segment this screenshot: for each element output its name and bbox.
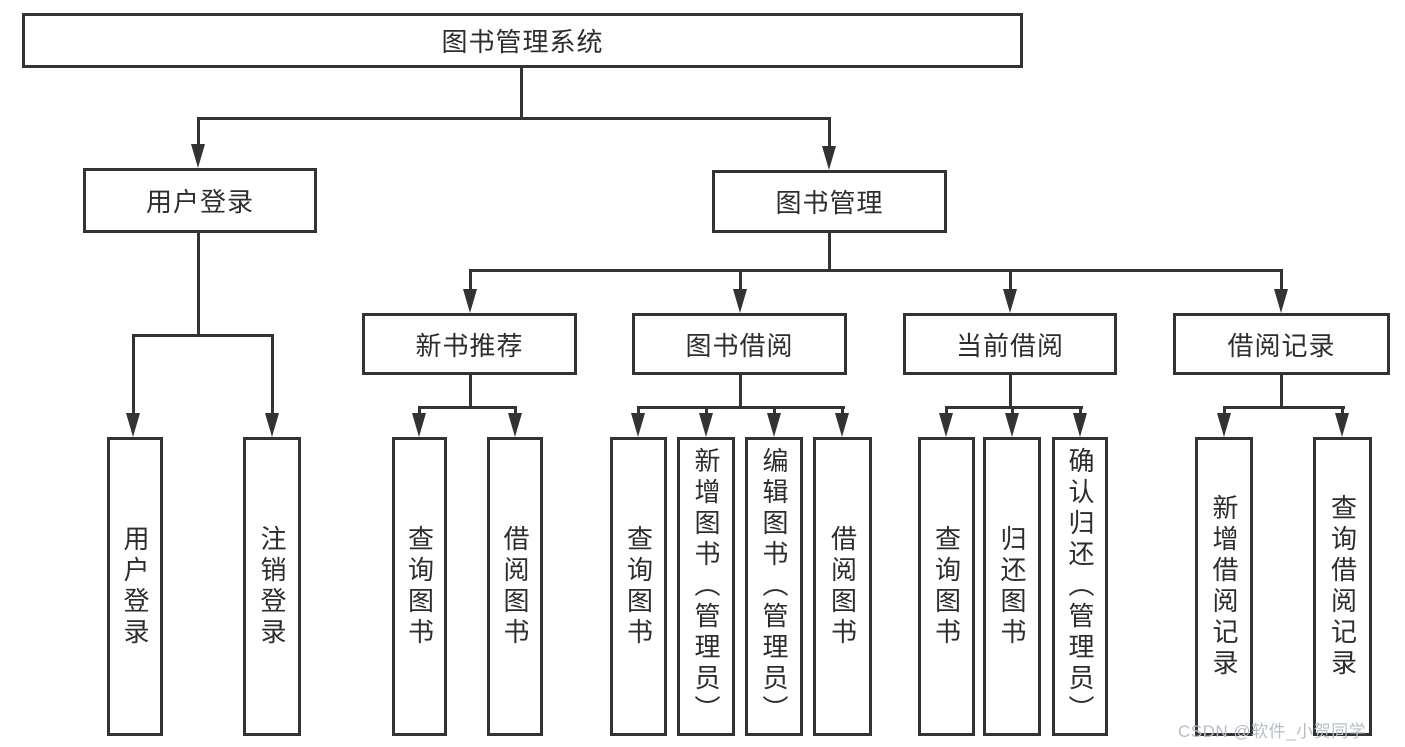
node-label: 新增借阅记录: [1209, 493, 1239, 680]
connector-vline: [469, 374, 472, 409]
arrow-down-icon: [733, 289, 747, 313]
connector-vline: [1009, 374, 1012, 409]
node-query-borrow-record: 查询借阅记录: [1313, 437, 1372, 736]
node-label: 查询图书: [404, 524, 435, 649]
node-label: 用户登录: [120, 524, 150, 649]
connector-hline: [132, 334, 274, 337]
node-user-login: 用户登录: [83, 168, 317, 233]
arrow-down-icon: [1003, 289, 1017, 313]
arrow-down-icon: [1073, 413, 1087, 437]
connector-vline: [1009, 269, 1012, 291]
node-book-management: 图书管理: [712, 170, 947, 233]
node-logout-action: 注销登录: [243, 437, 301, 736]
connector-vline: [469, 269, 472, 291]
connector-vline: [520, 68, 523, 118]
connector-vline: [1341, 406, 1344, 418]
watermark: CSDN @软件_小贺同学: [1178, 722, 1367, 741]
connector-vline: [739, 374, 742, 409]
node-label: 借阅图书: [827, 524, 858, 649]
connector-hline: [637, 406, 845, 409]
connector-vline: [197, 232, 200, 336]
node-add-borrow-record: 新增借阅记录: [1195, 437, 1253, 736]
connector-vline: [739, 269, 742, 291]
node-label: 查询借阅记录: [1327, 493, 1358, 680]
node-user-login-action: 用户登录: [107, 437, 163, 736]
node-return-books: 归还图书: [983, 437, 1041, 736]
node-add-book-admin: 新增图书（管理员）: [677, 437, 735, 736]
node-system-root: 图书管理系统: [22, 13, 1023, 68]
arrow-down-icon: [1335, 413, 1349, 437]
connector-vline: [197, 117, 200, 146]
arrow-down-icon: [939, 413, 953, 437]
node-edit-book-admin: 编辑图书（管理员）: [745, 437, 803, 736]
node-query-books-recommend: 查询图书: [392, 437, 447, 736]
node-borrow-books-recommend: 借阅图书: [487, 437, 543, 736]
arrow-down-icon: [412, 413, 426, 437]
arrow-down-icon: [699, 413, 713, 437]
node-label: 编辑图书（管理员）: [759, 447, 789, 726]
connector-hline: [1223, 406, 1345, 409]
connector-vline: [1280, 374, 1283, 409]
connector-vline: [271, 334, 274, 416]
connector-vline: [1223, 406, 1226, 418]
connector-vline: [132, 334, 135, 416]
arrow-down-icon: [835, 413, 849, 437]
connector-vline: [514, 406, 517, 418]
node-current-borrowing: 当前借阅: [903, 313, 1117, 375]
connector-hline: [945, 406, 1083, 409]
node-query-books-current: 查询图书: [918, 437, 975, 736]
connector-vline: [418, 406, 421, 418]
connector-vline: [637, 406, 640, 418]
node-borrowing-records: 借阅记录: [1173, 313, 1390, 375]
node-label: 借阅图书: [500, 524, 530, 649]
arrow-down-icon: [1274, 289, 1288, 313]
arrow-down-icon: [265, 413, 279, 437]
node-confirm-return-admin: 确认归还（管理员）: [1052, 437, 1108, 736]
connector-vline: [828, 117, 831, 148]
node-label: 查询图书: [931, 524, 962, 649]
arrow-down-icon: [1005, 413, 1019, 437]
arrow-down-icon: [126, 413, 140, 437]
connector-vline: [1079, 406, 1082, 418]
connector-hline: [197, 117, 831, 120]
node-label: 归还图书: [997, 524, 1027, 649]
arrow-down-icon: [508, 413, 522, 437]
connector-vline: [1011, 406, 1014, 418]
connector-hline: [418, 406, 517, 409]
node-label: 查询图书: [623, 524, 654, 649]
node-borrow-books-borrow: 借阅图书: [813, 437, 872, 736]
connector-vline: [841, 406, 844, 418]
arrow-down-icon: [631, 413, 645, 437]
connector-vline: [705, 406, 708, 418]
connector-vline: [773, 406, 776, 418]
connector-vline: [945, 406, 948, 418]
arrow-down-icon: [191, 144, 205, 168]
connector-hline: [469, 269, 1283, 272]
arrow-down-icon: [822, 146, 836, 170]
arrow-down-icon: [1217, 413, 1231, 437]
node-label: 确认归还（管理员）: [1065, 447, 1095, 726]
node-label: 新增图书（管理员）: [691, 447, 721, 726]
connector-vline: [1280, 269, 1283, 291]
arrow-down-icon: [463, 289, 477, 313]
node-query-books-borrow: 查询图书: [610, 437, 667, 736]
node-new-book-recommendation: 新书推荐: [362, 313, 577, 375]
node-label: 注销登录: [257, 524, 287, 649]
node-book-borrowing: 图书借阅: [632, 313, 847, 375]
connector-vline: [828, 232, 831, 272]
arrow-down-icon: [767, 413, 781, 437]
